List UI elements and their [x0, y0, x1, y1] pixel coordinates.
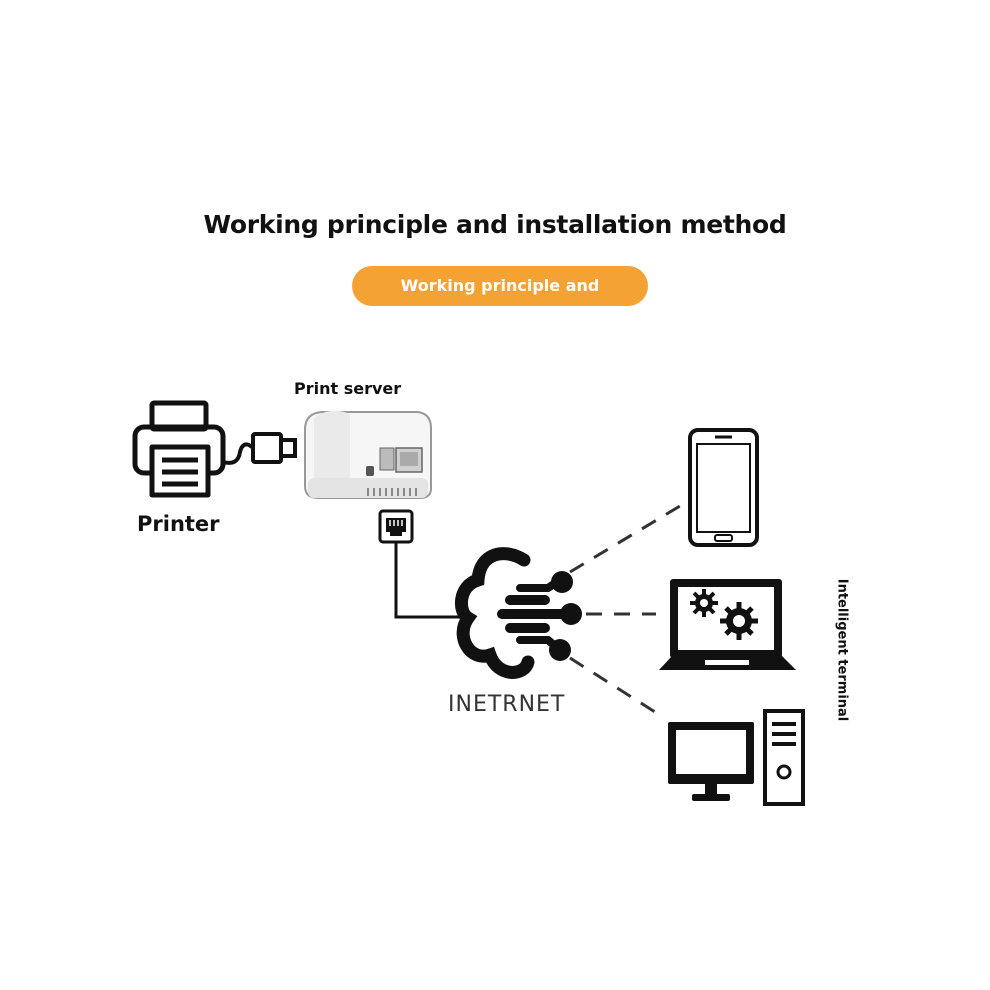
internet-label: INETRNET: [448, 692, 566, 717]
print-server-label: Print server: [294, 379, 402, 398]
printer-icon: [132, 400, 226, 498]
intelligent-terminal-label: Intelligent terminal: [834, 578, 850, 722]
smartphone-icon: [688, 428, 759, 547]
wireless-links: [569, 504, 681, 714]
printer-label: Printer: [137, 512, 220, 536]
page-title: Working principle and installation metho…: [203, 210, 787, 239]
network-cable: [394, 542, 470, 619]
gear-icon: [690, 589, 758, 640]
ethernet-port-icon: [378, 509, 414, 544]
desktop-computer-icon: [668, 709, 805, 806]
print-server-icon: [304, 410, 432, 499]
cloud-network-icon: [455, 547, 582, 679]
usb-plug-icon: [222, 432, 297, 465]
laptop-icon: [659, 579, 796, 670]
section-badge: Working principle and installation: [352, 266, 648, 335]
